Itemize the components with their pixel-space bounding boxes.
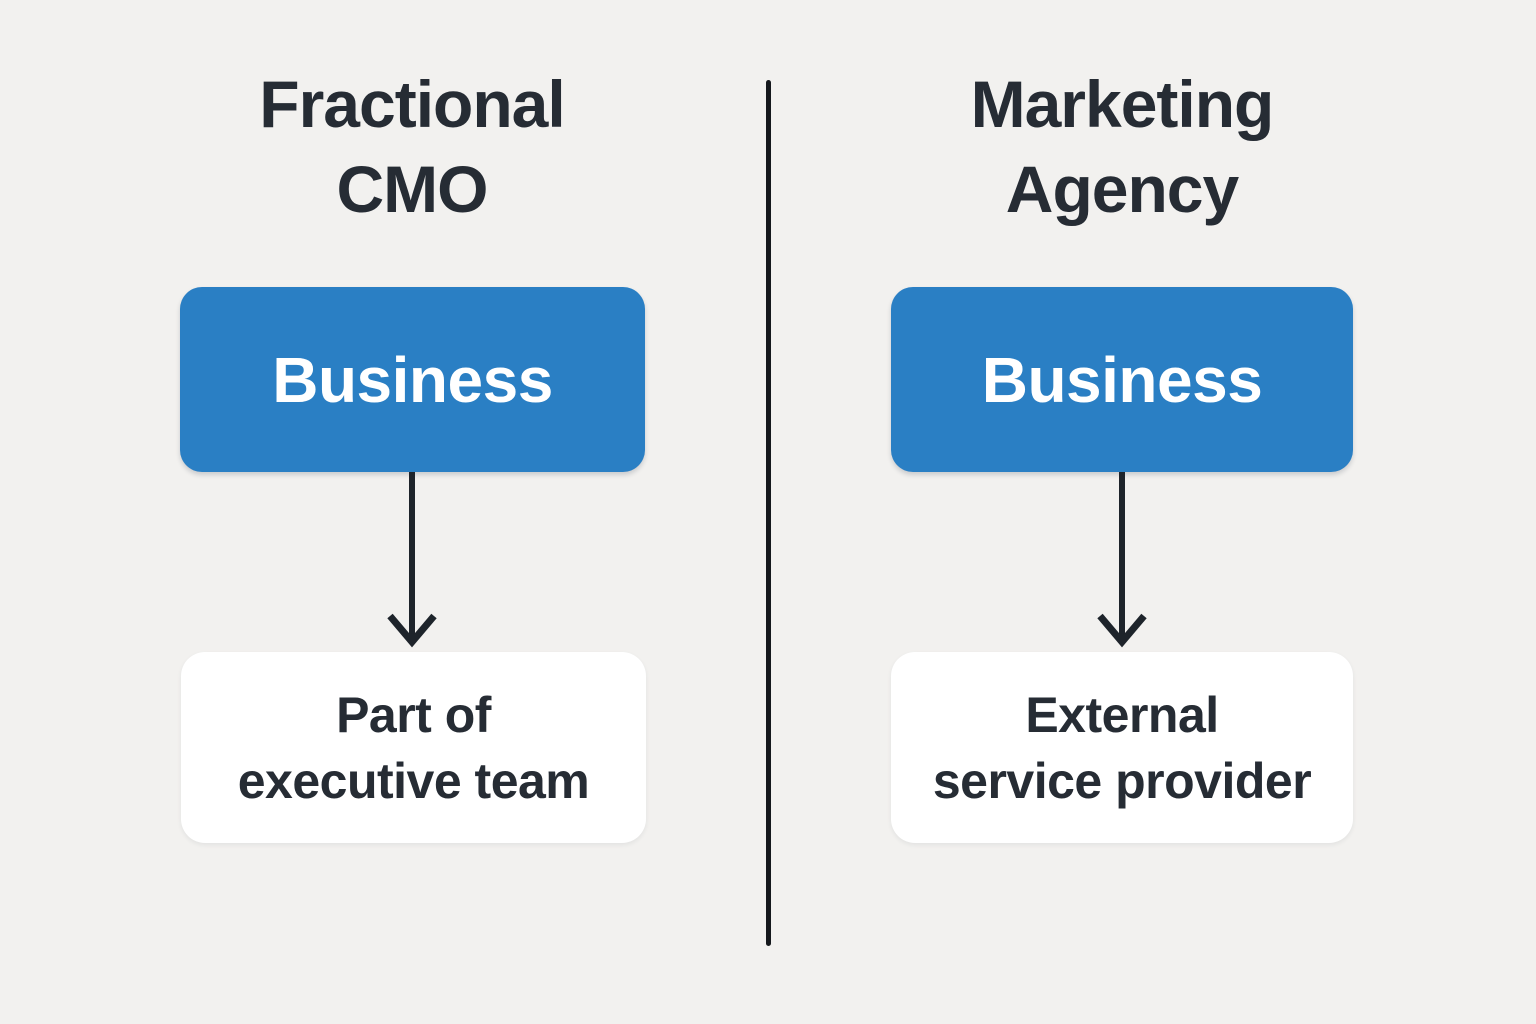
column-title-fractional-cmo: Fractional CMO: [112, 62, 712, 232]
relationship-text-line: service provider: [932, 752, 1312, 809]
column-title-marketing-agency: Marketing Agency: [822, 62, 1422, 232]
business-box-label: Business: [272, 343, 553, 416]
title-line: Fractional: [259, 67, 565, 141]
down-arrow-icon: [387, 472, 437, 648]
business-box: Business: [891, 287, 1353, 472]
relationship-text-line: executive team: [237, 752, 590, 809]
title-line: CMO: [336, 152, 489, 226]
business-box: Business: [180, 287, 645, 472]
business-box-label: Business: [981, 343, 1263, 416]
title-line: Marketing: [970, 67, 1275, 141]
down-arrow-icon: [1097, 472, 1147, 648]
relationship-box: External service provider: [891, 652, 1353, 843]
relationship-text-line: External: [1025, 686, 1219, 743]
vertical-divider: [766, 80, 771, 946]
title-line: Agency: [1005, 152, 1239, 226]
relationship-text-line: Part of: [336, 686, 491, 743]
relationship-box: Part of executive team: [181, 652, 646, 843]
